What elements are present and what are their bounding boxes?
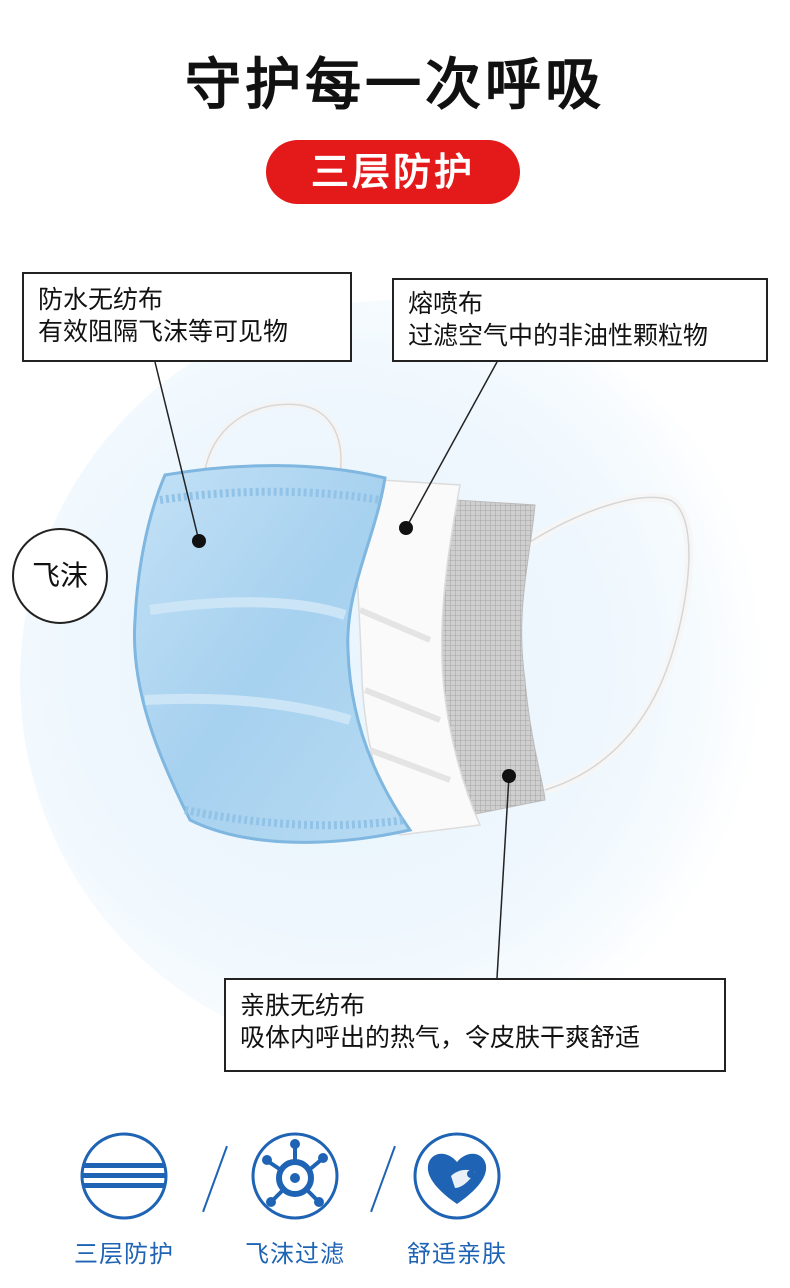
feature-droplet-filter: 飞沫过滤 (205, 1130, 385, 1269)
feature-label: 飞沫过滤 (245, 1240, 345, 1268)
callout-desc: 过滤空气中的非油性颗粒物 (408, 321, 709, 350)
marker-dot-meltblown (399, 521, 413, 535)
droplet-filter-icon (251, 1132, 339, 1220)
leader-line-outer (154, 361, 200, 542)
ear-loop-right (522, 492, 694, 795)
layer-middle-white (349, 477, 482, 836)
callout-title: 熔喷布 (408, 289, 484, 318)
layer-outer-blue (132, 464, 413, 844)
callout-meltblown-layer: 熔喷布 过滤空气中的非油性颗粒物 (392, 278, 768, 362)
feature-label: 三层防护 (74, 1240, 174, 1268)
callout-outer-layer: 防水无纺布 有效阻隔飞沫等可见物 (22, 272, 352, 362)
leader-line-meltblown (405, 361, 498, 529)
callout-title: 防水无纺布 (38, 285, 164, 314)
marker-dot-outer (192, 534, 206, 548)
callout-desc: 有效阻隔飞沫等可见物 (38, 317, 289, 346)
callout-title: 亲肤无纺布 (240, 991, 366, 1020)
page-title: 守护每一次呼吸 (185, 53, 605, 118)
feature-comfort-skin: 舒适亲肤 (367, 1130, 547, 1269)
layers-icon (80, 1132, 168, 1220)
callout-inner-layer: 亲肤无纺布 吸体内呼出的热气，令皮肤干爽舒适 (224, 978, 726, 1072)
callout-desc: 吸体内呼出的热气，令皮肤干爽舒适 (240, 1023, 641, 1052)
droplet-label: 飞沫 (12, 528, 108, 624)
marker-dot-inner (502, 769, 516, 783)
leader-line-inner (496, 775, 510, 979)
feature-label: 舒适亲肤 (407, 1240, 507, 1268)
ear-loop-right-shadow (524, 496, 690, 791)
ear-loop-left-shadow (204, 403, 342, 476)
three-layer-badge: 三层防护 (266, 140, 520, 204)
feature-row: 三层防护 飞沫过滤 舒适亲肤 (0, 1130, 790, 1288)
heart-icon (413, 1132, 501, 1220)
feature-three-layer: 三层防护 (34, 1130, 214, 1269)
